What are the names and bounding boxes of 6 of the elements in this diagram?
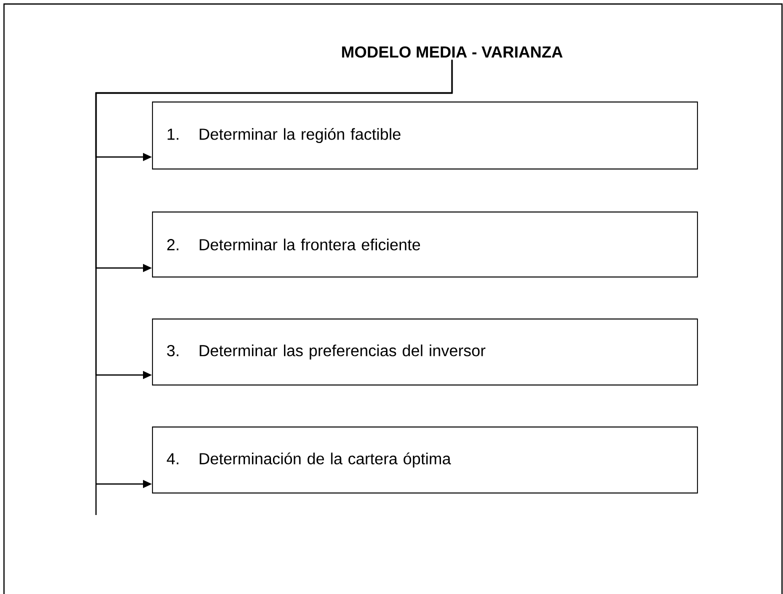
arrow [95,59,453,516]
process-box: 1. Determinar la región factible [152,102,698,170]
process-box: 2. Determinar la frontera eficiente [152,212,698,278]
title: MODELO MEDIA - VARIANZA [342,46,563,58]
process-box: 3. Determinar las preferencias del inversor [152,318,698,386]
process-box: 4. Determinación de la cartera óptima [152,426,698,494]
